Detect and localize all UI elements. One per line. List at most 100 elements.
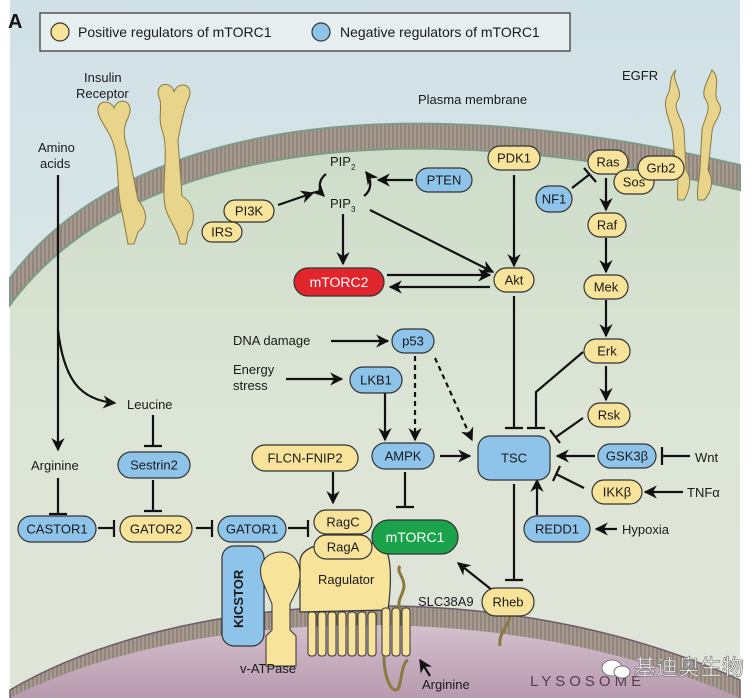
svg-text:IRS: IRS bbox=[211, 225, 233, 240]
kicstor-label: KICSTOR bbox=[231, 569, 246, 628]
legend-negative-label: Negative regulators of mTORC1 bbox=[340, 24, 540, 40]
panel-label: A bbox=[8, 11, 22, 33]
slc38a9-label: SLC38A9 bbox=[418, 594, 474, 609]
svg-text:mTORC2: mTORC2 bbox=[310, 274, 369, 290]
svg-text:Erk: Erk bbox=[597, 344, 617, 359]
node-erk[interactable]: Erk bbox=[583, 338, 631, 364]
node-tsc[interactable]: TSC bbox=[477, 435, 551, 481]
arginine-label-top: Arginine bbox=[31, 458, 79, 473]
labels: Insulin Receptor EGFR Plasma membrane Am… bbox=[31, 68, 720, 537]
svg-text:Ras: Ras bbox=[596, 155, 620, 170]
svg-text:REDD1: REDD1 bbox=[535, 522, 579, 537]
arginine-label-bottom: Arginine bbox=[422, 677, 470, 692]
svg-text:GATOR2: GATOR2 bbox=[130, 522, 182, 537]
svg-text:Mek: Mek bbox=[594, 280, 619, 295]
node-gator2[interactable]: GATOR2 bbox=[119, 515, 193, 543]
svg-text:Sestrin2: Sestrin2 bbox=[130, 458, 178, 473]
node-ragc[interactable]: RagC bbox=[313, 509, 373, 535]
svg-text:Akt: Akt bbox=[505, 273, 524, 288]
watermark-text: 基迪奥生物 bbox=[634, 655, 744, 680]
node-mek[interactable]: Mek bbox=[583, 274, 629, 300]
amino-acids-label-1: Amino bbox=[38, 140, 75, 155]
node-grb2[interactable]: Grb2 bbox=[637, 155, 685, 181]
lysosome-lumen bbox=[10, 625, 740, 698]
pip2-label: PIP2 bbox=[330, 154, 356, 172]
node-flcn-fnip2[interactable]: FLCN-FNIP2 bbox=[251, 444, 359, 472]
v-atpase-label: v-ATPase bbox=[240, 661, 296, 676]
legend-positive-label: Positive regulators of mTORC1 bbox=[78, 24, 272, 40]
node-raga[interactable]: RagA bbox=[313, 534, 373, 560]
node-redd1[interactable]: REDD1 bbox=[523, 515, 591, 543]
node-pten[interactable]: PTEN bbox=[415, 167, 473, 193]
node-gator1[interactable]: GATOR1 bbox=[217, 515, 287, 543]
svg-text:mTORC1: mTORC1 bbox=[386, 529, 445, 545]
wnt-label: Wnt bbox=[695, 450, 719, 465]
watermark: 基迪奥生物 bbox=[601, 655, 744, 680]
node-ampk[interactable]: AMPK bbox=[371, 442, 435, 470]
node-mtorc2[interactable]: mTORC2 bbox=[293, 267, 385, 297]
dna-damage-label: DNA damage bbox=[233, 333, 310, 348]
svg-text:LKB1: LKB1 bbox=[360, 373, 392, 388]
svg-text:Sos: Sos bbox=[623, 175, 646, 190]
rheb-anchor bbox=[498, 613, 512, 647]
svg-text:Grb2: Grb2 bbox=[647, 161, 676, 176]
kicstor-shape bbox=[221, 545, 265, 647]
node-rsk[interactable]: Rsk bbox=[587, 402, 631, 428]
node-pi3k[interactable]: PI3K bbox=[223, 199, 275, 223]
svg-text:RagA: RagA bbox=[327, 540, 360, 555]
legend: Positive regulators of mTORC1 Negative r… bbox=[39, 12, 571, 52]
insulin-receptor-label-2: Receptor bbox=[76, 86, 129, 101]
svg-text:PI3K: PI3K bbox=[235, 204, 264, 219]
svg-text:Rheb: Rheb bbox=[492, 595, 523, 610]
node-nf1[interactable]: NF1 bbox=[535, 185, 573, 213]
node-lkb1[interactable]: LKB1 bbox=[349, 366, 403, 394]
svg-text:RagC: RagC bbox=[326, 515, 359, 530]
energy-stress-label-1: Energy bbox=[233, 362, 275, 377]
node-castor1[interactable]: CASTOR1 bbox=[17, 515, 97, 543]
negative-legend-swatch bbox=[311, 22, 331, 42]
svg-text:Rsk: Rsk bbox=[598, 408, 621, 423]
pip3-label: PIP3 bbox=[330, 196, 356, 214]
energy-stress-label-2: stress bbox=[233, 378, 268, 393]
svg-text:PTEN: PTEN bbox=[427, 173, 462, 188]
svg-text:Raf: Raf bbox=[597, 218, 618, 233]
node-gsk3b[interactable]: GSK3β bbox=[597, 443, 657, 469]
svg-text:CASTOR1: CASTOR1 bbox=[26, 522, 87, 537]
svg-text:GSK3β: GSK3β bbox=[606, 449, 648, 464]
node-sestrin2[interactable]: Sestrin2 bbox=[117, 451, 191, 479]
hypoxia-label: Hypoxia bbox=[622, 522, 670, 537]
lysosomal-complex: KICSTOR Ragulator SLC38A9 v-ATPase Argin… bbox=[221, 541, 512, 692]
ragulator-label: Ragulator bbox=[318, 572, 375, 587]
node-rheb[interactable]: Rheb bbox=[481, 587, 535, 617]
svg-text:p53: p53 bbox=[402, 334, 424, 349]
node-irs[interactable]: IRS bbox=[201, 221, 243, 243]
svg-text:GATOR1: GATOR1 bbox=[226, 522, 278, 537]
node-ras[interactable]: Ras bbox=[587, 149, 629, 175]
svg-text:AMPK: AMPK bbox=[385, 449, 422, 464]
slc38a9-shape bbox=[307, 607, 411, 657]
node-raf[interactable]: Raf bbox=[587, 212, 627, 238]
svg-text:FLCN-FNIP2: FLCN-FNIP2 bbox=[267, 451, 342, 466]
node-p53[interactable]: p53 bbox=[391, 328, 435, 354]
insulin-receptor-icon bbox=[97, 84, 194, 245]
node-ikkb[interactable]: IKKβ bbox=[591, 479, 643, 505]
plasma-membrane-label: Plasma membrane bbox=[418, 92, 527, 107]
svg-text:TSC: TSC bbox=[501, 451, 527, 466]
egfr-label: EGFR bbox=[622, 68, 658, 83]
edges bbox=[49, 167, 690, 677]
tnfa-label: TNFα bbox=[687, 485, 720, 500]
svg-text:NF1: NF1 bbox=[542, 192, 567, 207]
positive-legend-swatch bbox=[50, 22, 70, 42]
svg-text:PDK1: PDK1 bbox=[497, 151, 531, 166]
node-akt[interactable]: Akt bbox=[493, 267, 535, 293]
nodes: PI3K IRS PTEN PDK1 Ras Sos Grb2 NF1 Raf … bbox=[17, 145, 685, 617]
leucine-label: Leucine bbox=[127, 397, 173, 412]
v-atpase-shape bbox=[260, 551, 301, 667]
insulin-receptor-label-1: Insulin bbox=[84, 70, 122, 85]
svg-text:IKKβ: IKKβ bbox=[603, 485, 631, 500]
amino-acids-label-2: acids bbox=[40, 156, 71, 171]
node-mtorc1[interactable]: mTORC1 bbox=[371, 519, 459, 555]
lysosome-label: LYSOSOME bbox=[530, 673, 645, 690]
node-pdk1[interactable]: PDK1 bbox=[487, 145, 541, 171]
